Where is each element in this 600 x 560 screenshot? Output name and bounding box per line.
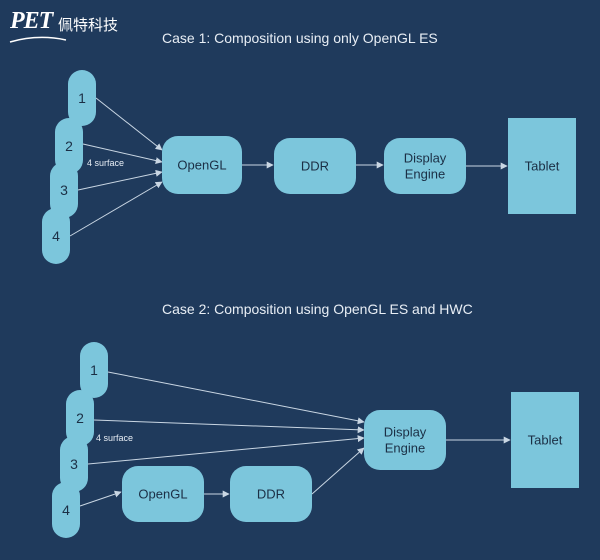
case1-surface-1: 1: [68, 70, 96, 126]
case1-surface-3-shape: [50, 162, 78, 218]
logo-swoosh-icon: [9, 36, 67, 43]
case2-ddr-block-shape: [230, 466, 312, 522]
case1-surface-4-label: 4: [52, 228, 60, 244]
case2-surface-1: 1: [80, 342, 108, 398]
case1-surface-2-shape: [55, 118, 83, 174]
case2-surface-2: 2: [66, 390, 94, 446]
case2-surface-3: 3: [60, 436, 88, 492]
case2-opengl-block-label: OpenGL: [138, 487, 187, 502]
case2-surface-4-label: 4: [62, 502, 70, 518]
case2-surface-2-shape: [66, 390, 94, 446]
case1-surface-2-label: 2: [65, 138, 73, 154]
case1-display-engine-block-label: Engine: [405, 167, 445, 182]
case1-surface-4-arrow: [69, 181, 163, 237]
case2-display-engine-block-label: Display: [384, 424, 427, 439]
case1-display-engine-block-shape: [384, 138, 466, 194]
case1-surface-2-arrow: [82, 143, 163, 165]
case1-surface-2: 2: [55, 118, 83, 174]
case1-display-engine-block-label: Display: [404, 150, 447, 165]
case1-surface-1-arrow: [95, 97, 163, 151]
case2-surface-1-label: 1: [90, 362, 98, 378]
case2-tablet-shape: [511, 392, 579, 488]
case2-surface-4-arrow: [79, 490, 122, 507]
case2-surface-4-shape: [52, 482, 80, 538]
logo-company-name: 佩特科技: [58, 16, 119, 34]
case1-surface-3-arrow: [77, 169, 163, 191]
case1-opengl-block-label: OpenGL: [177, 158, 226, 173]
case1-opengl-block: OpenGL: [162, 136, 242, 194]
case2-surface-note: 4 surface: [96, 433, 133, 443]
logo-mark: PET: [10, 8, 53, 34]
case2-ddr-block-label: DDR: [257, 487, 285, 502]
case1-surface-3-label: 3: [60, 182, 68, 198]
case2-surface-3-label: 3: [70, 456, 78, 472]
case1-opengl-block-shape: [162, 136, 242, 194]
case2-ddr-to-display-arrow: [311, 447, 365, 495]
case1-surface-4-shape: [42, 208, 70, 264]
case1-surface-1-label: 1: [78, 90, 86, 106]
company-logo: PET 佩特科技: [6, 6, 146, 46]
case1-tablet-label: Tablet: [525, 159, 560, 174]
case1-surface-note: 4 surface: [87, 158, 124, 168]
case2-tablet-label: Tablet: [528, 433, 563, 448]
case2-surface-4: 4: [52, 482, 80, 538]
case2-surface-1-arrow: [107, 371, 365, 425]
case1-ddr-block-shape: [274, 138, 356, 194]
case2-opengl-block: OpenGL: [122, 466, 204, 522]
diagram-connectors: [69, 97, 511, 507]
case2-surface-2-label: 2: [76, 410, 84, 426]
case1-surface-1-shape: [68, 70, 96, 126]
case1-ddr-block: DDR: [274, 138, 356, 194]
case2-surface-3-arrow: [87, 435, 365, 465]
case2-display-engine-block-label: Engine: [385, 441, 425, 456]
case2-opengl-block-shape: [122, 466, 204, 522]
case2-ddr-block: DDR: [230, 466, 312, 522]
case2-surface-1-shape: [80, 342, 108, 398]
case1-surface-3: 3: [50, 162, 78, 218]
case2-title: Case 2: Composition using OpenGL ES and …: [162, 301, 473, 317]
case1-ddr-block-label: DDR: [301, 159, 329, 174]
case2-surface-3-shape: [60, 436, 88, 492]
case1-title: Case 1: Composition using only OpenGL ES: [162, 30, 438, 46]
case1-surface-4: 4: [42, 208, 70, 264]
case1-tablet-shape: [508, 118, 576, 214]
case2-display-engine-block-shape: [364, 410, 446, 470]
case2-surface-2-arrow: [93, 419, 365, 434]
